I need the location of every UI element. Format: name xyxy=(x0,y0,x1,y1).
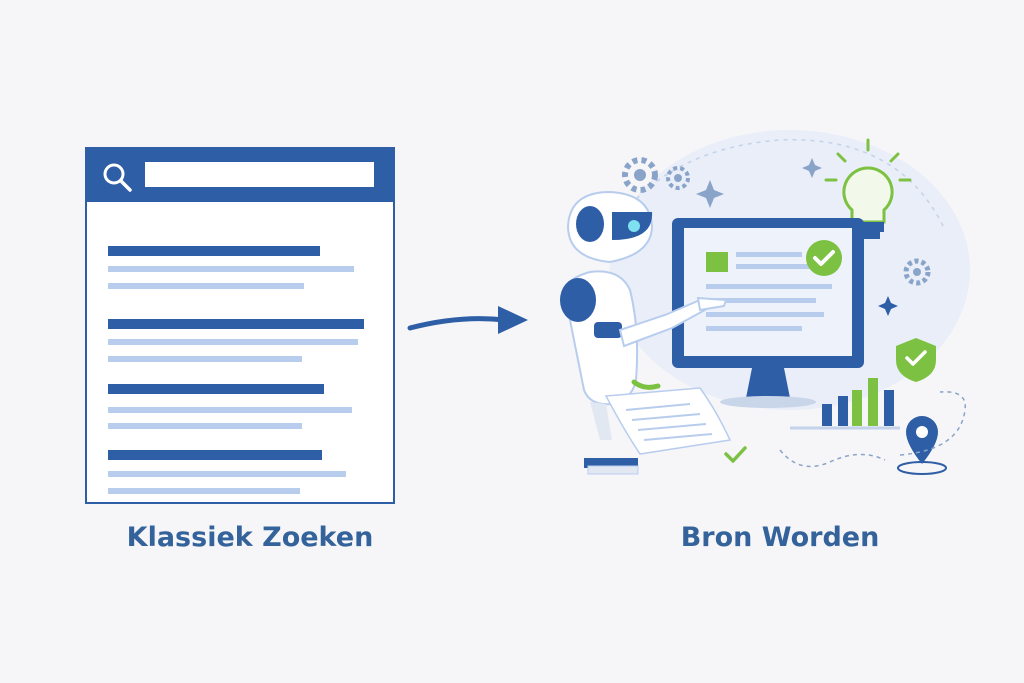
document-illustration xyxy=(604,387,732,455)
search-result-1 xyxy=(108,246,354,289)
robot-shoulder xyxy=(560,278,596,322)
ai-source-illustration xyxy=(560,130,970,475)
gear-icon xyxy=(622,157,658,193)
sparkle-icon xyxy=(696,180,724,208)
sparkle-icon xyxy=(878,296,898,316)
robot-eye xyxy=(628,220,640,232)
checkmark-icon xyxy=(806,240,842,276)
robot-elbow xyxy=(594,322,622,338)
location-pin-icon xyxy=(897,416,947,475)
checkmark-icon xyxy=(724,446,747,463)
classic-search-caption: Klassiek Zoeken xyxy=(126,522,374,553)
books-illustration xyxy=(584,458,639,475)
search-result-4 xyxy=(108,450,346,494)
bar-chart-icon xyxy=(790,378,900,430)
robot-ear xyxy=(576,206,604,242)
checkmark-icon xyxy=(896,338,936,382)
screen-green-block xyxy=(706,252,728,272)
dashed-path xyxy=(779,449,886,468)
robot-illustration xyxy=(560,190,728,440)
search-input-box xyxy=(145,162,374,187)
monitor-base xyxy=(720,396,816,408)
gear-icon xyxy=(903,258,931,286)
robot-accent xyxy=(631,379,661,390)
search-icon xyxy=(103,163,132,192)
gear-icon xyxy=(666,166,690,190)
search-result-3 xyxy=(108,384,352,429)
robot-pointing-hand xyxy=(696,296,728,312)
arrow-right-icon xyxy=(407,306,528,334)
sparkle-icon xyxy=(802,158,822,178)
dashed-orbit xyxy=(599,139,946,251)
lightbulb-icon xyxy=(824,138,912,239)
search-result-2 xyxy=(108,319,364,362)
monitor-stand xyxy=(746,368,790,398)
search-results-window xyxy=(85,147,395,504)
become-source-caption: Bron Worden xyxy=(680,522,880,553)
robot-seat xyxy=(590,402,612,440)
